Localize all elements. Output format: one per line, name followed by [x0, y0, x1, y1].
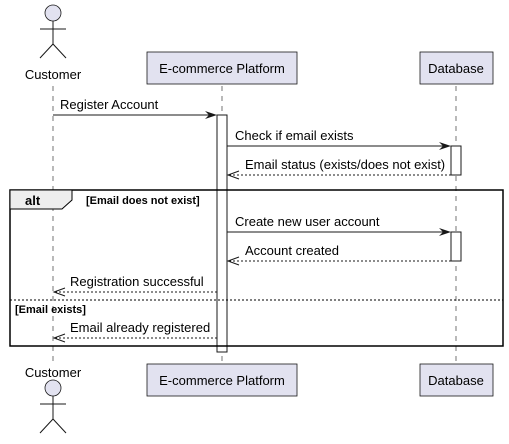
participant-platform-top-label: E-commerce Platform — [159, 61, 285, 76]
alt-guard-1: [Email does not exist] — [86, 195, 200, 207]
check-email-label: Check if email exists — [235, 128, 354, 143]
participant-platform-top — [146, 51, 298, 85]
participant-database-top-label: Database — [428, 61, 484, 76]
participant-database-bottom-label: Database — [428, 373, 484, 388]
participant-database-top — [419, 51, 494, 85]
email-already-registered-label: Email already registered — [70, 320, 210, 335]
participant-platform-bottom — [146, 363, 298, 397]
participant-customer-bottom-label: Customer — [25, 365, 82, 380]
create-account-label: Create new user account — [235, 214, 380, 229]
registration-successful-label: Registration successful — [70, 274, 204, 289]
account-created-arrowhead-icon — [226, 256, 240, 266]
platform-activation — [216, 114, 228, 353]
alt-keyword-tab — [9, 189, 73, 210]
registration-successful-arrowhead-icon — [52, 287, 66, 297]
create-account-arrowhead-icon — [439, 228, 451, 236]
participant-database-bottom — [419, 363, 494, 397]
database-activation-1 — [450, 145, 462, 176]
account-created-label: Account created — [245, 243, 339, 258]
check-email-arrowhead-icon — [439, 142, 451, 150]
customer-actor-bottom — [39, 379, 67, 434]
actor-head-icon — [44, 379, 62, 397]
database-activation-2 — [450, 231, 462, 262]
customer-actor-top — [39, 4, 67, 59]
email-status-label: Email status (exists/does not exist) — [245, 157, 445, 172]
register-label: Register Account — [60, 97, 159, 112]
participant-platform-bottom-label: E-commerce Platform — [159, 373, 285, 388]
email-already-registered-arrowhead-icon — [52, 333, 66, 343]
alt-fragment — [9, 189, 504, 347]
actor-head-icon — [44, 4, 62, 22]
alt-guard-2: [Email exists] — [15, 304, 86, 316]
register-arrowhead-icon — [205, 111, 217, 119]
alt-keyword: alt — [25, 193, 41, 208]
email-status-arrowhead-icon — [226, 170, 240, 180]
participant-customer-top-label: Customer — [25, 67, 82, 82]
